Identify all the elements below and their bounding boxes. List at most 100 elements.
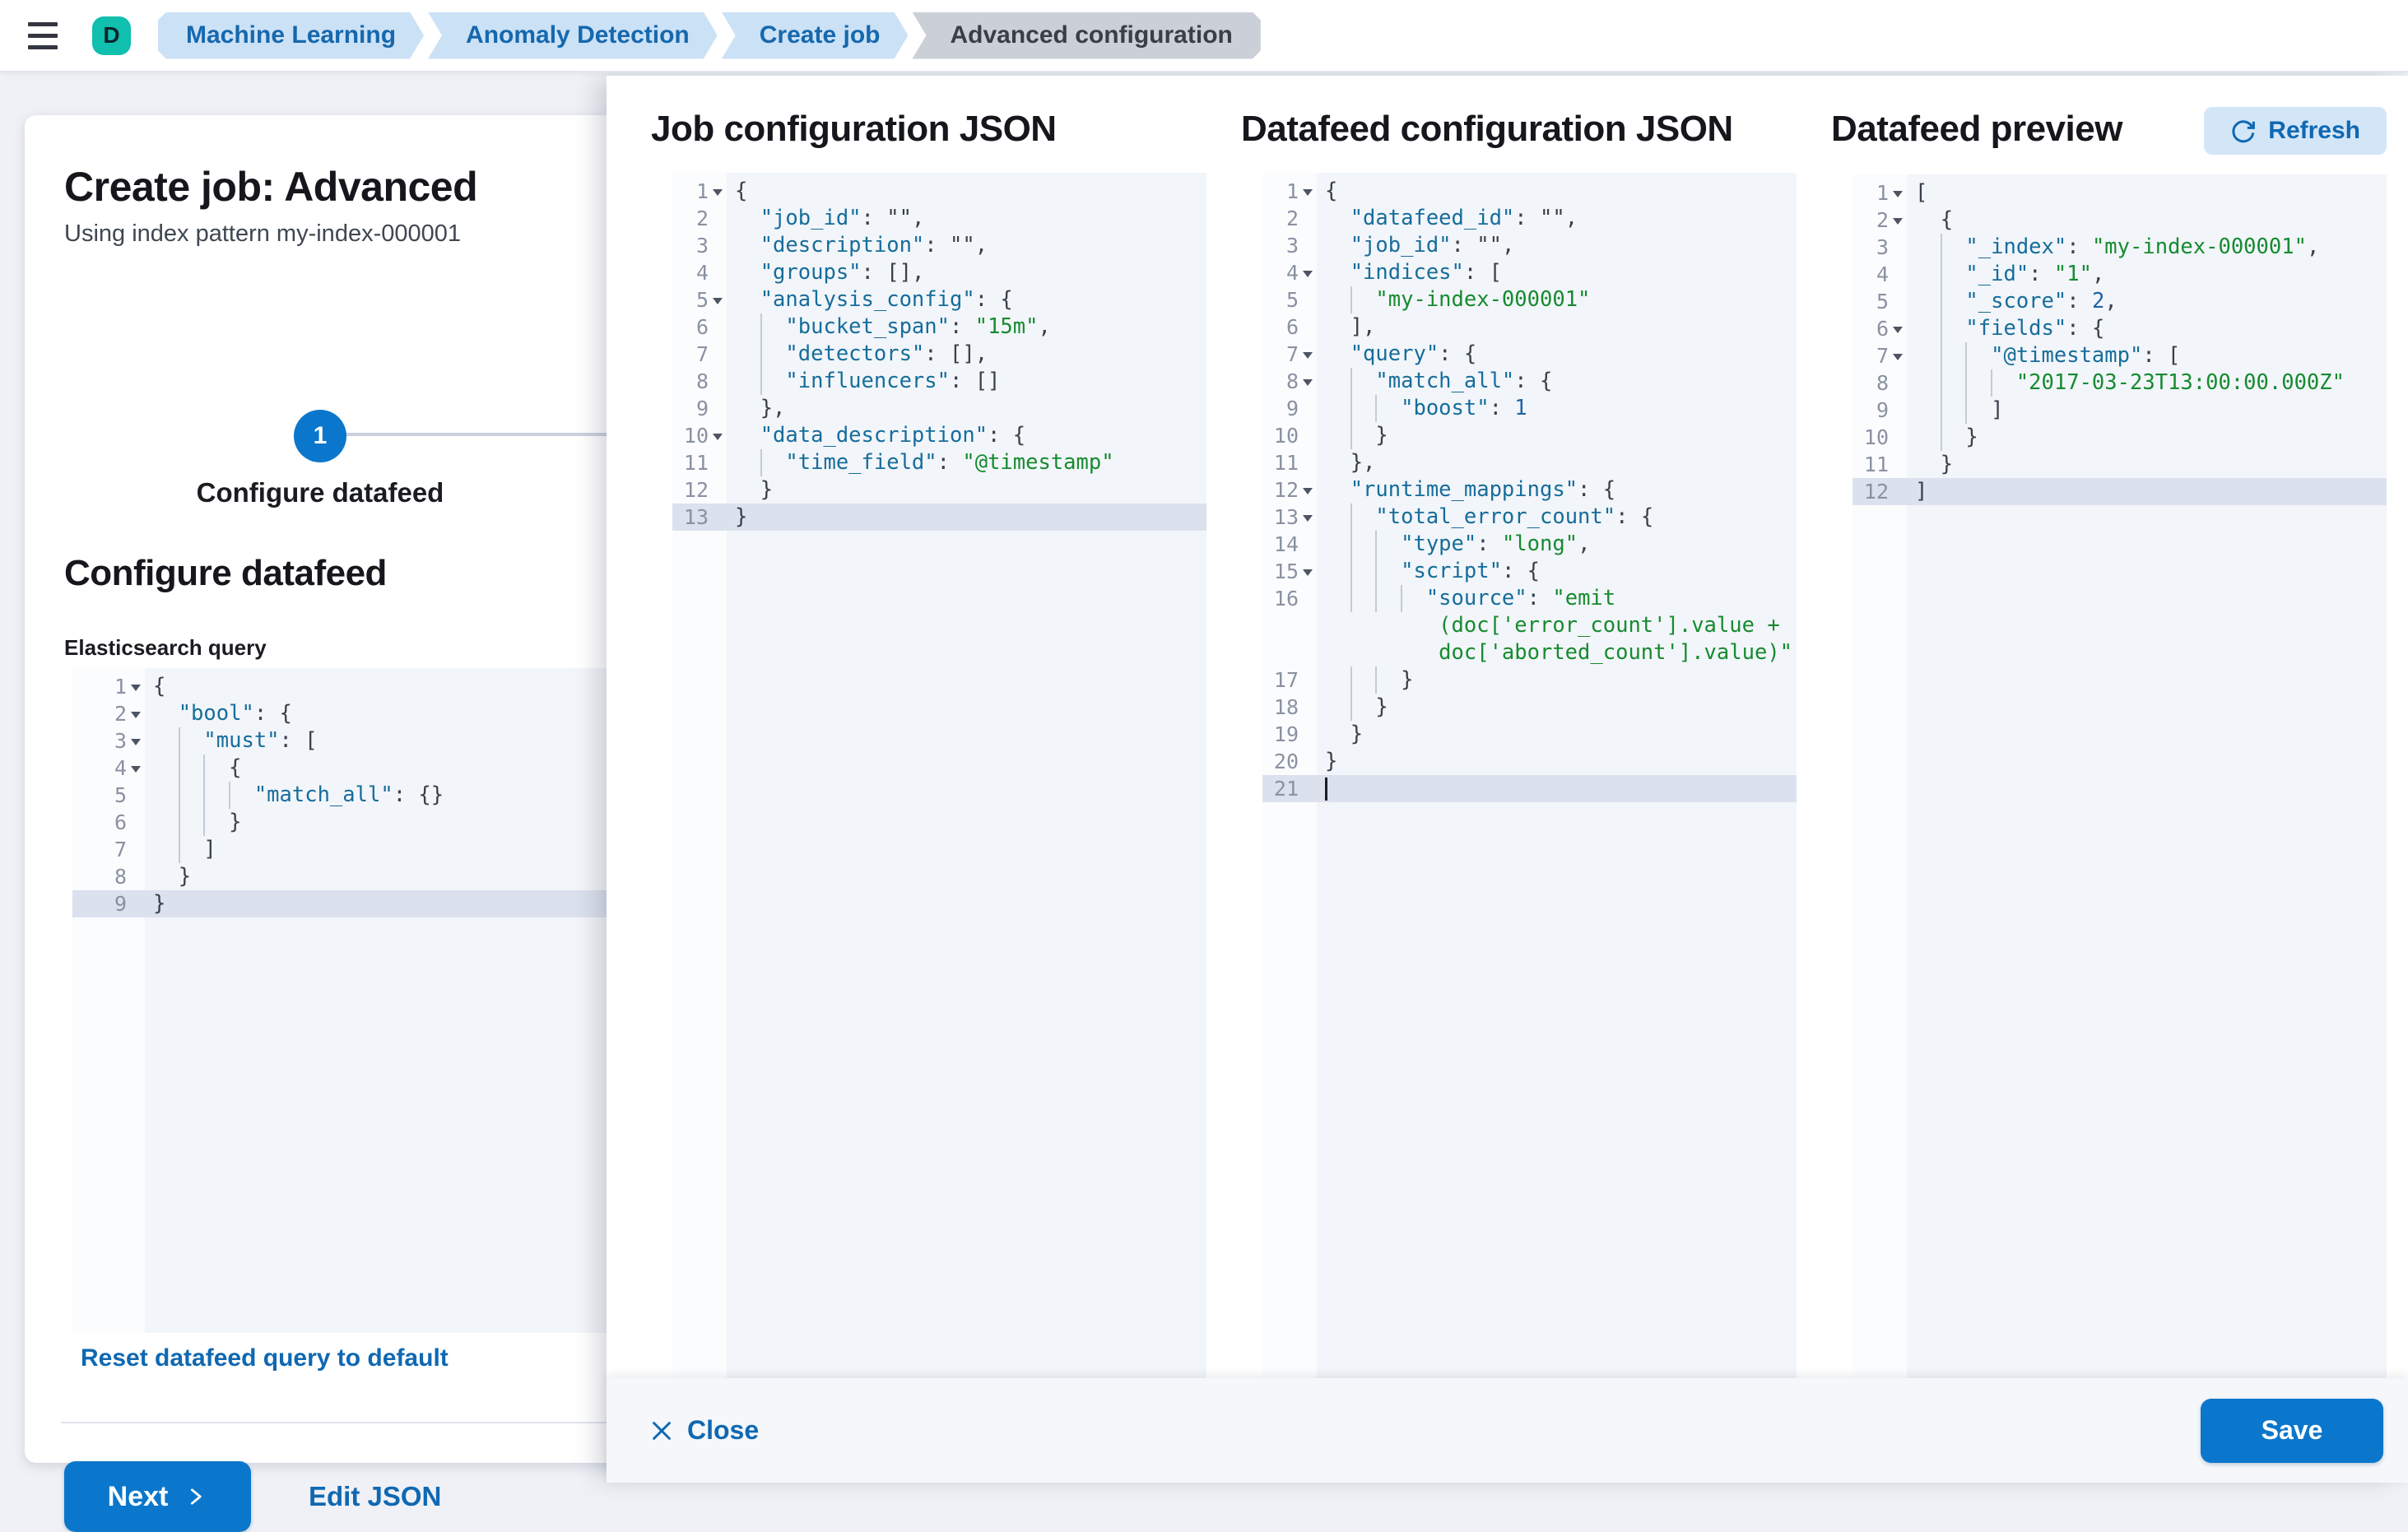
close-icon (653, 1421, 671, 1440)
line-number: 11 (1863, 453, 1889, 476)
close-button-label: Close (687, 1415, 760, 1445)
line-number: 8 (1285, 369, 1299, 393)
line-number: 14 (1273, 532, 1299, 556)
close-button[interactable]: Close (649, 1415, 759, 1446)
flyout-footer: Close Save (607, 1378, 2408, 1483)
line-number: 7 (695, 342, 709, 366)
datafeed-preview-editor[interactable]: 1[2{3"_index": "my-index-000001",4"_id":… (1852, 174, 2387, 1378)
line-number: 10 (683, 424, 709, 448)
line-number: 6 (1876, 317, 1889, 341)
text-cursor (1325, 778, 1327, 801)
elasticsearch-query-label: Elasticsearch query (64, 635, 267, 660)
code-line: 8"match_all": { (1262, 368, 1797, 395)
line-number: 2 (114, 702, 127, 726)
datafeed-config-editor[interactable]: 1{2"datafeed_id": "",3"job_id": "",4"ind… (1262, 173, 1797, 1378)
code-line: 3"must": [ (72, 727, 650, 754)
line-number: 12 (1863, 480, 1889, 504)
line-number: 1 (695, 179, 709, 203)
job-config-title: Job configuration JSON (651, 109, 1057, 149)
refresh-icon (2232, 120, 2256, 143)
step-number: 1 (313, 422, 328, 449)
breadcrumb-machine-learning[interactable]: Machine Learning (158, 12, 424, 59)
line-number: 18 (1273, 695, 1299, 719)
section-heading: Configure datafeed (64, 553, 387, 593)
breadcrumb-create-job[interactable]: Create job (722, 12, 909, 59)
chevron-right-icon (191, 1488, 202, 1505)
wizard-button-row: Next Edit JSON (64, 1461, 441, 1532)
menu-hamburger-icon[interactable] (28, 17, 69, 53)
line-number: 1 (1876, 181, 1889, 205)
line-number: 7 (114, 838, 127, 861)
edit-json-button[interactable]: Edit JSON (309, 1481, 442, 1511)
line-number: 7 (1285, 342, 1299, 366)
line-number: 8 (695, 369, 709, 393)
job-config-editor[interactable]: 1{2"job_id": "",3"description": "",4"gro… (672, 173, 1206, 1378)
line-number: 5 (695, 288, 709, 312)
line-number: 7 (1876, 344, 1889, 368)
code-line: 3"description": "", (672, 232, 1206, 259)
reset-datafeed-query-link[interactable]: Reset datafeed query to default (81, 1344, 449, 1372)
code-line: 13} (672, 504, 1206, 531)
next-button-label: Next (107, 1480, 169, 1512)
code-line: 10} (1852, 424, 2387, 451)
code-line: 1{ (672, 178, 1206, 205)
code-line: 6"fields": { (1852, 315, 2387, 342)
code-line: 8"influencers": [] (672, 368, 1206, 395)
job-config-panel: Job configuration JSON 1{2"job_id": "",3… (651, 105, 1206, 1378)
refresh-button-label: Refresh (2268, 117, 2360, 144)
code-line: 5"_score": 2, (1852, 288, 2387, 315)
line-number: 5 (114, 783, 127, 807)
code-line: 7] (72, 836, 650, 863)
line-number: 3 (1876, 235, 1889, 259)
refresh-button[interactable]: Refresh (2204, 107, 2387, 155)
code-line: 9] (1852, 397, 2387, 424)
code-line: 3"_index": "my-index-000001", (1852, 234, 2387, 261)
code-line: 7"@timestamp": [ (1852, 342, 2387, 369)
line-number: 1 (1285, 179, 1299, 203)
code-line: 2{ (1852, 207, 2387, 234)
code-line: 8} (72, 863, 650, 890)
code-line: 9"boost": 1 (1262, 395, 1797, 422)
code-line: 1[ (1852, 179, 2387, 207)
code-line: 7"detectors": [], (672, 341, 1206, 368)
code-line: 21 (1262, 775, 1797, 802)
code-line: 10"data_description": { (672, 422, 1206, 449)
next-button[interactable]: Next (64, 1461, 251, 1532)
step-1-indicator[interactable]: 1 (294, 410, 346, 462)
line-number: 5 (1285, 288, 1299, 312)
code-line: 6} (72, 809, 650, 836)
line-number: 10 (1863, 425, 1889, 449)
code-line: 3"job_id": "", (1262, 232, 1797, 259)
save-button[interactable]: Save (2201, 1398, 2383, 1463)
code-line: 1{ (1262, 178, 1797, 205)
breadcrumb-anomaly-detection[interactable]: Anomaly Detection (428, 12, 718, 59)
line-number: 20 (1273, 750, 1299, 773)
code-line: 19} (1262, 721, 1797, 748)
json-panels: Job configuration JSON 1{2"job_id": "",3… (607, 76, 2408, 1378)
line-number: 3 (1285, 234, 1299, 258)
line-number: 2 (695, 207, 709, 230)
code-line: 11} (1852, 451, 2387, 478)
es-query-editor[interactable]: 1{2"bool": {3"must": [4{5"match_all": {}… (72, 668, 650, 1333)
line-number: 2 (1285, 207, 1299, 230)
line-number: 6 (1285, 315, 1299, 339)
line-number: 2 (1876, 208, 1889, 232)
line-number: 8 (114, 865, 127, 889)
code-line: 11"time_field": "@timestamp" (672, 449, 1206, 476)
code-line: 9}, (672, 395, 1206, 422)
step-label: Configure datafeed (196, 477, 444, 508)
code-line: 6"bucket_span": "15m", (672, 313, 1206, 341)
code-line: 17} (1262, 666, 1797, 694)
line-number: 4 (114, 756, 127, 780)
line-number: 11 (1273, 451, 1299, 475)
line-number: 12 (1273, 478, 1299, 502)
line-number: 1 (114, 675, 127, 699)
code-line: 10} (1262, 422, 1797, 449)
line-number: 3 (114, 729, 127, 753)
code-line: 5"my-index-000001" (1262, 286, 1797, 313)
space-avatar[interactable]: D (92, 16, 131, 55)
divider (61, 1422, 650, 1423)
line-number: 4 (695, 261, 709, 285)
